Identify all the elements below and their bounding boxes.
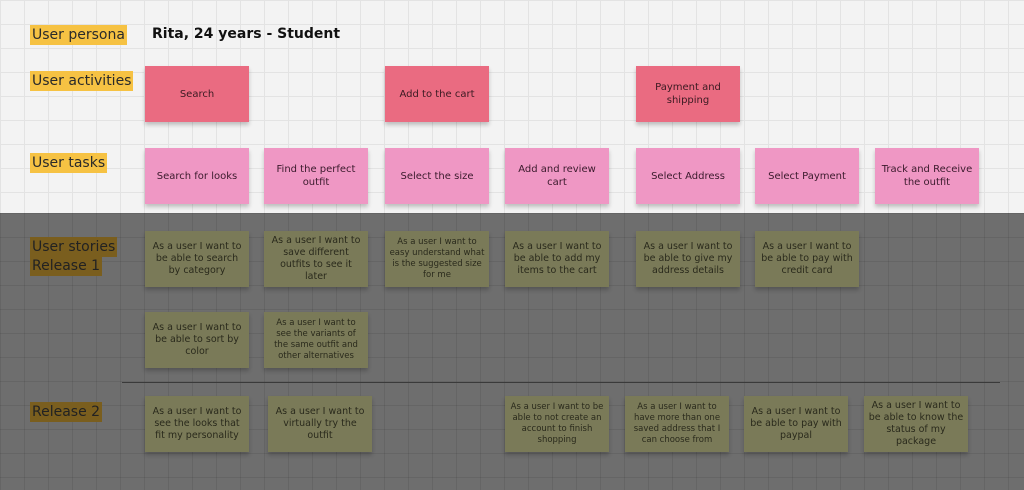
- task-note-select-payment[interactable]: Select Payment: [755, 148, 859, 204]
- story-note-address-details[interactable]: As a user I want to be able to give my a…: [636, 231, 740, 287]
- label-user-activities: User activities: [30, 71, 134, 91]
- task-note-review-cart[interactable]: Add and review cart: [505, 148, 609, 204]
- task-note-find-outfit[interactable]: Find the perfect outfit: [264, 148, 368, 204]
- story-note-suggested-size[interactable]: As a user I want to easy understand what…: [385, 231, 489, 287]
- label-release-2: Release 2: [30, 402, 103, 422]
- label-release-1: Release 1: [30, 256, 103, 276]
- activity-note-add-to-cart[interactable]: Add to the cart: [385, 66, 489, 122]
- story-note-saved-addresses[interactable]: As a user I want to have more than one s…: [625, 396, 729, 452]
- story-note-outfit-variants[interactable]: As a user I want to see the variants of …: [264, 312, 368, 368]
- task-note-search-looks[interactable]: Search for looks: [145, 148, 249, 204]
- story-note-sort-color[interactable]: As a user I want to be able to sort by c…: [145, 312, 249, 368]
- activity-note-payment-shipping[interactable]: Payment and shipping: [636, 66, 740, 122]
- activity-note-search[interactable]: Search: [145, 66, 249, 122]
- story-note-virtual-try[interactable]: As a user I want to virtually try the ou…: [268, 396, 372, 452]
- story-note-search-category[interactable]: As a user I want to be able to search by…: [145, 231, 249, 287]
- story-note-save-outfits[interactable]: As a user I want to save different outfi…: [264, 231, 368, 287]
- label-user-persona: User persona: [30, 25, 127, 45]
- label-user-tasks: User tasks: [30, 153, 108, 173]
- story-note-add-items[interactable]: As a user I want to be able to add my it…: [505, 231, 609, 287]
- story-note-paypal[interactable]: As a user I want to be able to pay with …: [744, 396, 848, 452]
- story-note-credit-card[interactable]: As a user I want to be able to pay with …: [755, 231, 859, 287]
- label-user-stories: User stories: [30, 237, 118, 257]
- story-note-looks-personality[interactable]: As a user I want to see the looks that f…: [145, 396, 249, 452]
- task-note-select-address[interactable]: Select Address: [636, 148, 740, 204]
- story-note-guest-checkout[interactable]: As a user I want to be able to not creat…: [505, 396, 609, 452]
- story-note-package-status[interactable]: As a user I want to be able to know the …: [864, 396, 968, 452]
- release-divider: [122, 382, 1000, 383]
- persona-name: Rita, 24 years - Student: [152, 26, 341, 42]
- task-note-select-size[interactable]: Select the size: [385, 148, 489, 204]
- task-note-track-receive[interactable]: Track and Receive the outfit: [875, 148, 979, 204]
